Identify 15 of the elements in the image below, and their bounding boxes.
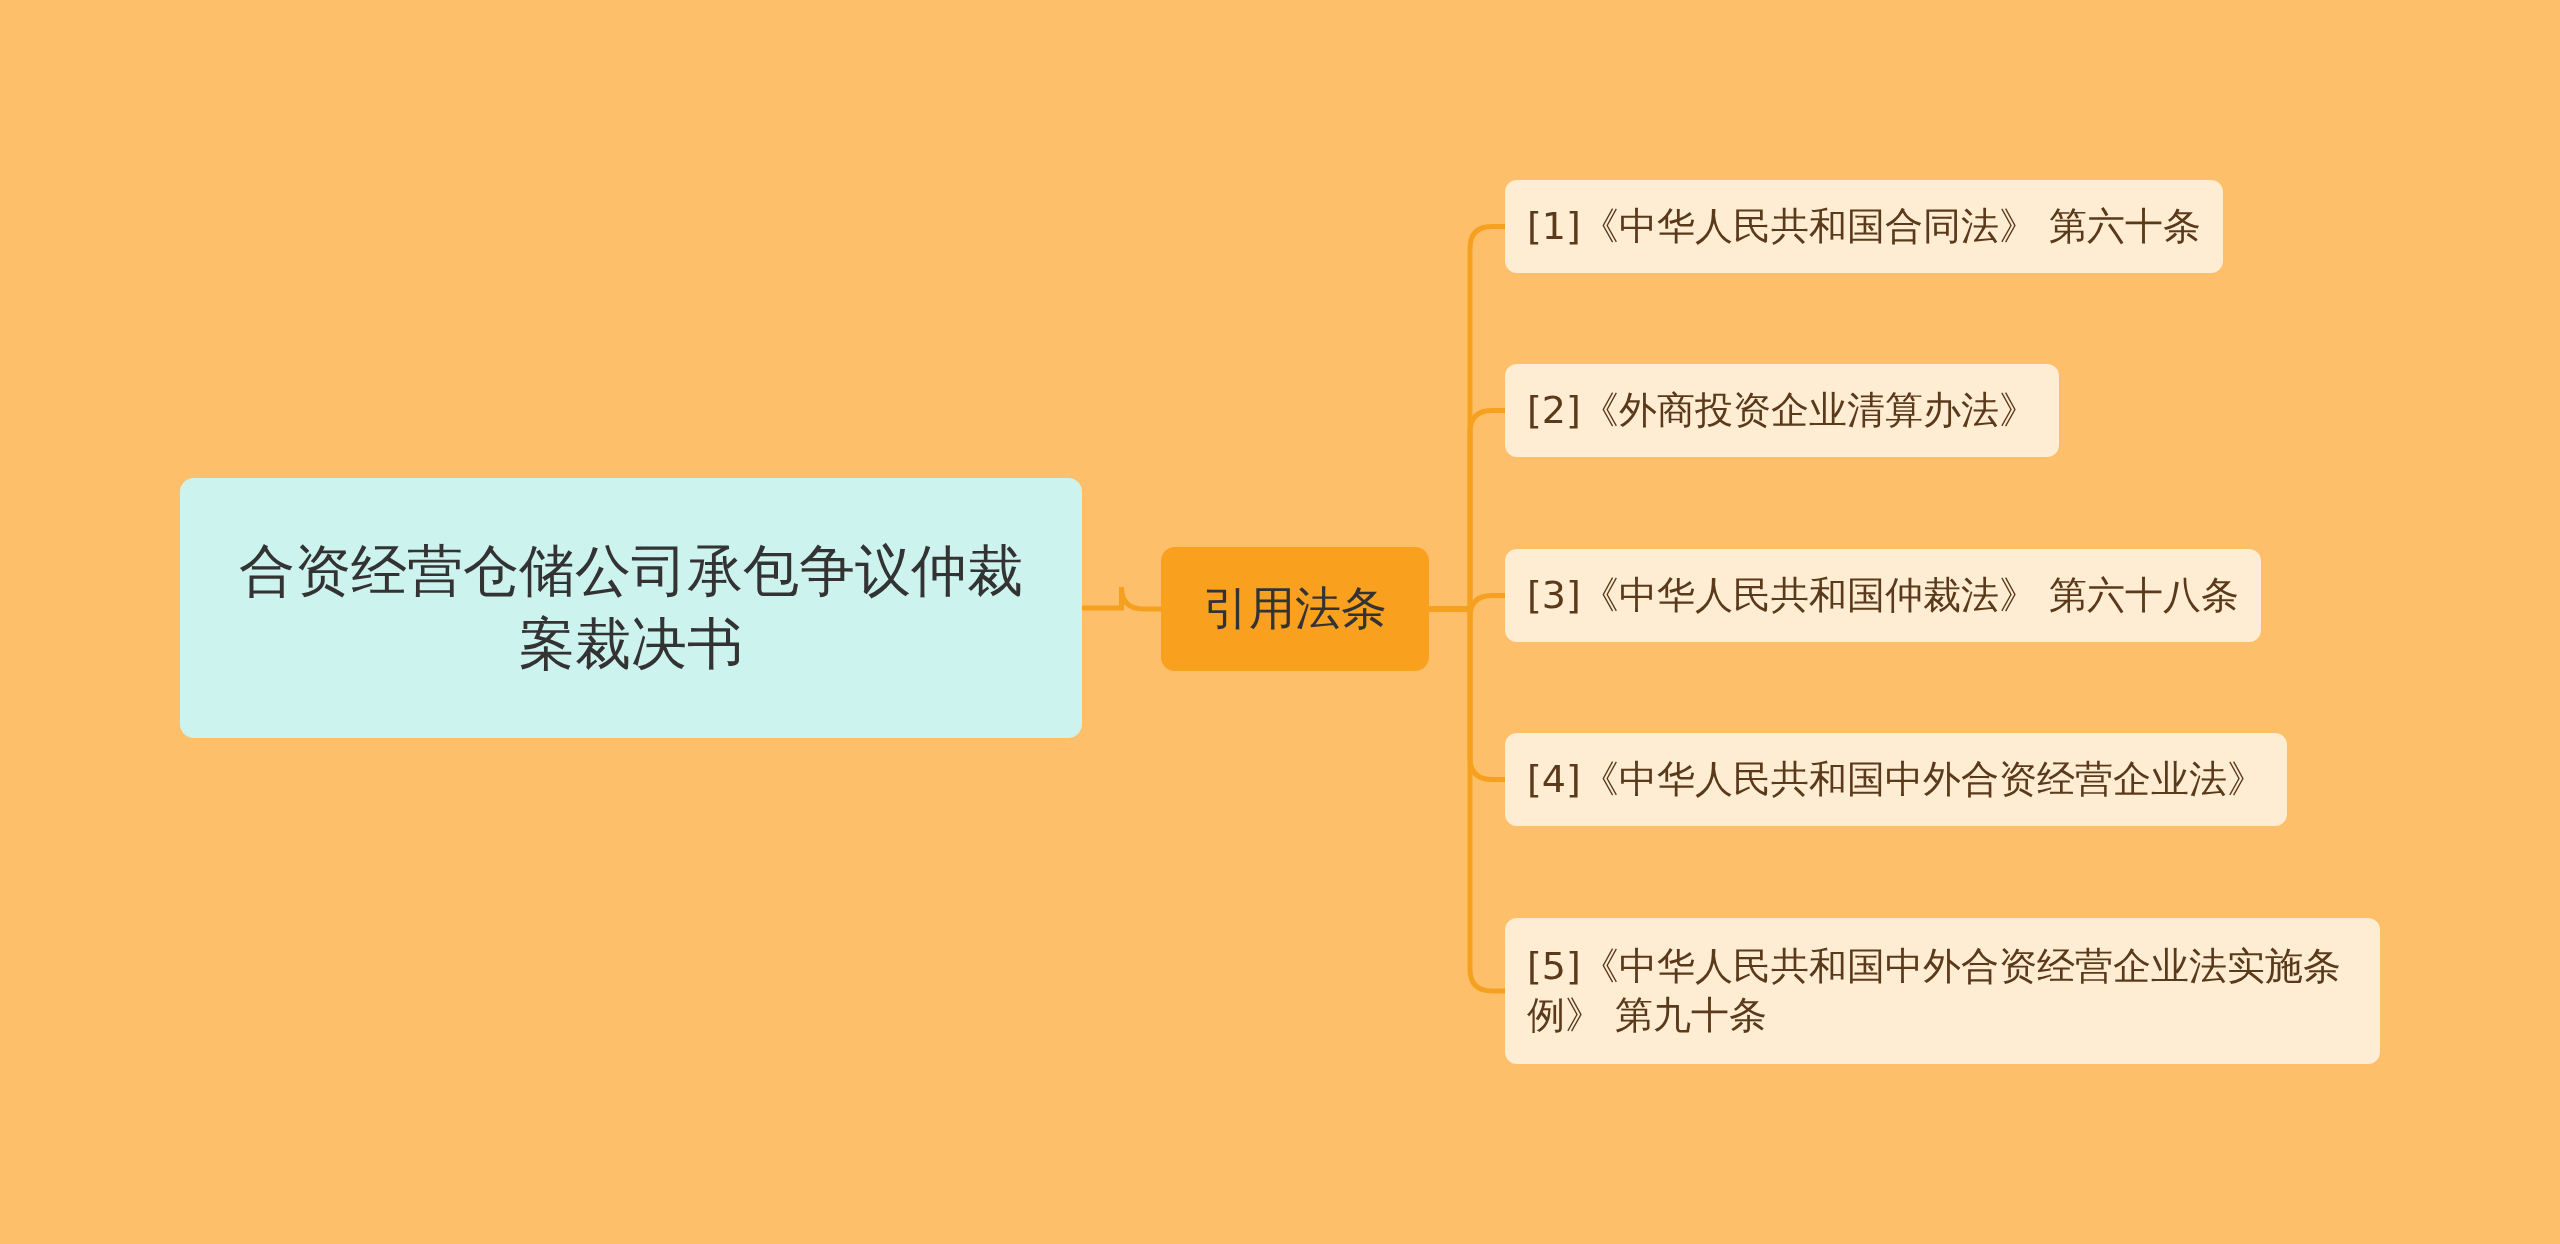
node-text: [3]《中华人民共和国仲裁法》 第六十八条 xyxy=(1527,571,2239,619)
leaf-box xyxy=(1505,918,2380,1064)
connector-line xyxy=(1082,584,1161,612)
leaf-box xyxy=(1505,180,2223,273)
node-text: 合资经营仓储公司承包争议仲裁案裁决书 xyxy=(238,537,1024,678)
node-text: [5]《中华人民共和国中外合资经营企业法实施条例》 第九十条 xyxy=(1527,942,2342,1039)
leaf-box xyxy=(1505,733,2287,826)
branch-box xyxy=(1161,547,1429,671)
leaf-box xyxy=(1505,364,2059,457)
topic-box xyxy=(180,478,1082,738)
node-text: [2]《外商投资企业清算办法》 xyxy=(1527,386,2037,434)
node-text: [1]《中华人民共和国合同法》 第六十条 xyxy=(1527,202,2201,250)
node-text: [4]《中华人民共和国中外合资经营企业法》 xyxy=(1527,755,2265,803)
node-text: 引用法条 xyxy=(1203,580,1387,638)
leaf-box xyxy=(1505,549,2261,642)
